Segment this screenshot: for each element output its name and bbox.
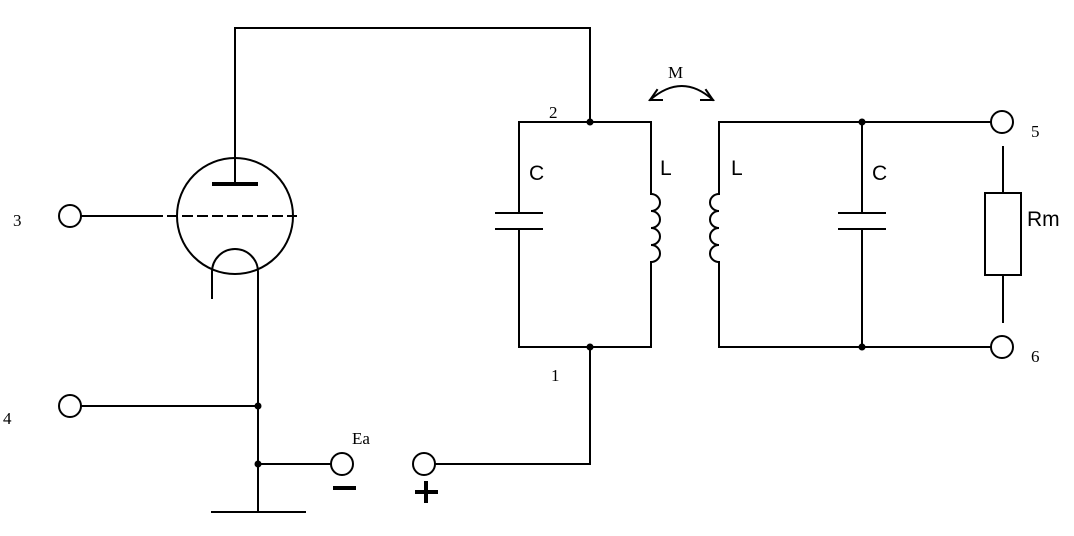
terminal-4 [58,394,82,418]
label-resistor: Rm [1027,208,1060,231]
terminal-ea-plus [412,452,436,476]
inductor-secondary [709,192,721,264]
label-mutual: M [668,63,683,82]
label-capacitor-secondary: C [872,162,887,185]
terminal-6 [990,335,1014,359]
wires [80,27,1004,513]
label-supply: Ea [352,429,370,448]
label-node-4: 4 [3,409,12,428]
cathode [211,248,259,299]
label-inductor-secondary: L [731,157,743,180]
label-node-1: 1 [551,366,560,385]
inductor-primary [649,192,661,264]
resistor-rm [984,192,1022,276]
triode-tube [152,157,297,299]
label-node-6: 6 [1031,347,1040,366]
terminal-5 [990,110,1014,134]
capacitor-secondary [838,212,886,230]
terminal-ea-minus [330,452,354,476]
junction-dots [254,118,866,468]
label-node-2: 2 [549,103,558,122]
polarity-plus-mark [415,481,438,503]
label-node-3: 3 [13,211,22,230]
label-capacitor-primary: C [529,162,544,185]
label-node-5: 5 [1031,122,1040,141]
mutual-coupling-arrow [648,85,715,102]
label-inductor-primary: L [660,157,672,180]
terminal-3 [58,204,82,228]
capacitor-primary [495,212,543,230]
